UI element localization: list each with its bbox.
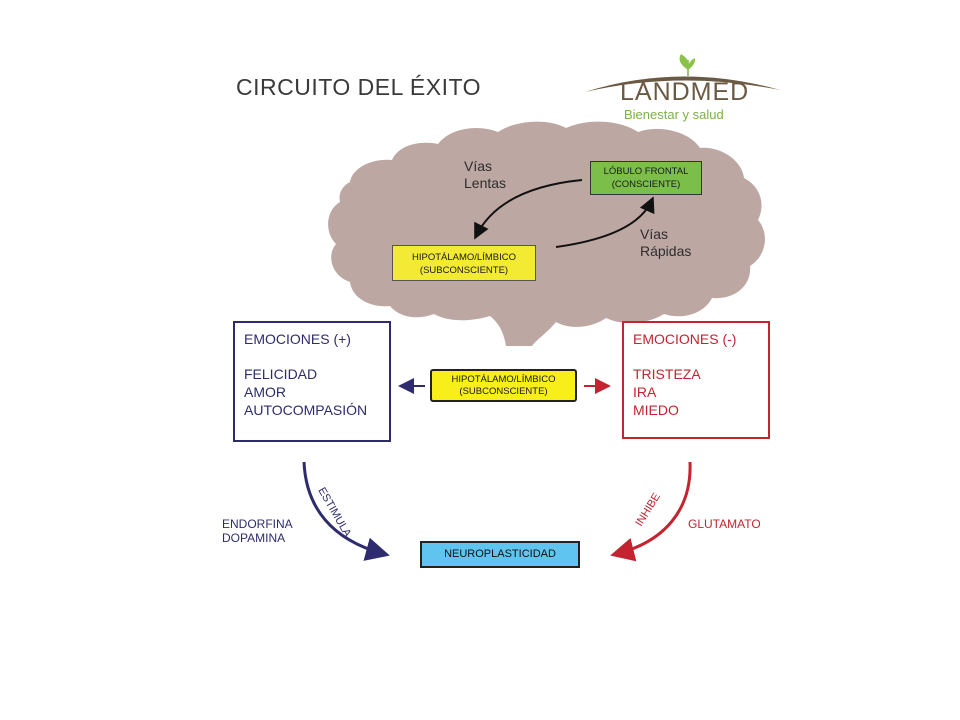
- neuroplasticity-box: NEUROPLASTICIDAD: [420, 541, 580, 568]
- positive-emotions-list: FELICIDAD AMOR AUTOCOMPASIÓN: [244, 366, 368, 418]
- inhibit-arrow: [610, 461, 692, 562]
- glutamate-label: GLUTAMATO: [688, 517, 761, 531]
- page-title: CIRCUITO DEL ÉXITO: [236, 74, 482, 100]
- fast-path-arrow: [555, 196, 655, 248]
- limbic-box: HIPOTÁLAMO/LÍMBICO (SUBCONSCIENTE): [392, 245, 536, 281]
- positive-emotions-title: EMOCIONES (+): [244, 331, 351, 347]
- brain-shape: [328, 121, 765, 346]
- logo-name: LANDMED: [620, 78, 750, 106]
- stimulate-arrow: [302, 461, 390, 561]
- center-limbic-box: HIPOTÁLAMO/LÍMBICO (SUBCONSCIENTE): [430, 369, 577, 402]
- logo-swoosh: [585, 76, 780, 92]
- leaf-small-icon: [687, 58, 696, 70]
- negative-emotions-list: TRISTEZA IRA MIEDO: [633, 366, 701, 418]
- slow-paths-label: Vías Lentas: [464, 158, 507, 191]
- logo-graphic: [585, 54, 780, 92]
- frontal-lobe-box: LÓBULO FRONTAL (CONSCIENTE): [590, 161, 702, 195]
- slow-path-arrow: [474, 179, 583, 240]
- logo-tagline: Bienestar y salud: [624, 107, 724, 122]
- fast-paths-label: Vías Rápidas: [640, 226, 692, 259]
- positive-emotions-panel: EMOCIONES (+) FELICIDAD AMOR AUTOCOMPASI…: [233, 321, 391, 442]
- negative-emotions-panel: EMOCIONES (-) TRISTEZA IRA MIEDO: [622, 321, 770, 439]
- endorphin-dopamine-label: ENDORFINA DOPAMINA: [222, 517, 293, 545]
- leaf-icon: [679, 54, 690, 70]
- landmed-logo: [580, 48, 790, 128]
- negative-emotions-title: EMOCIONES (-): [633, 331, 737, 347]
- inhibit-label: INHIBE: [633, 491, 663, 528]
